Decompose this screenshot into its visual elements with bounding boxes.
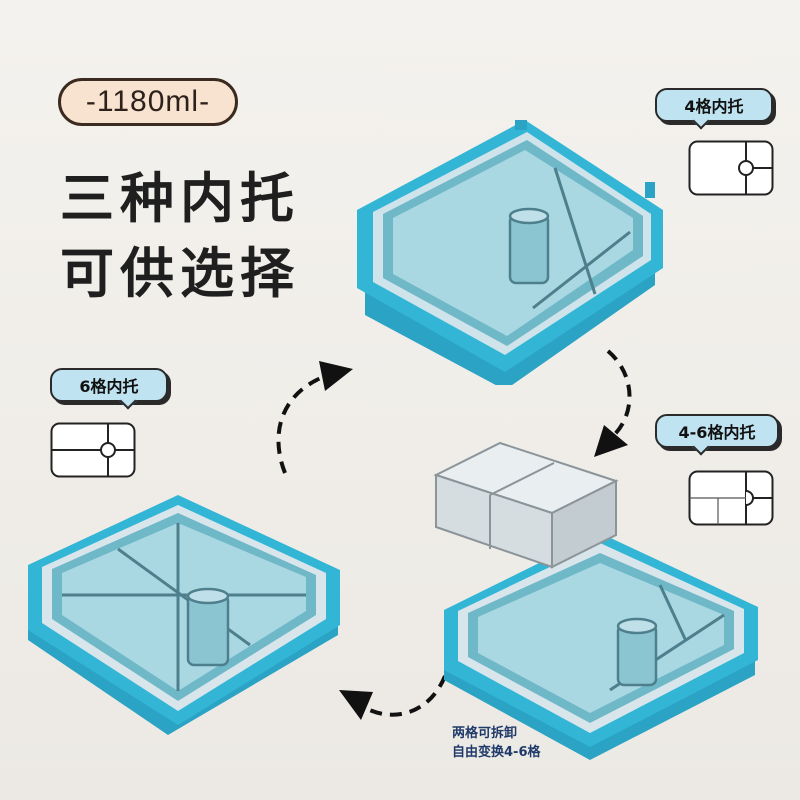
lunch-box-four-six-grid (433, 441, 758, 760)
headline-line-2: 可供选择 (60, 242, 300, 305)
lunch-box-four-grid (357, 120, 663, 385)
detachable-note-line-1: 两格可拆卸 (452, 726, 518, 741)
capacity-badge: -1180ml- (58, 78, 238, 126)
four-grid-label: 4格内托 (684, 97, 744, 116)
four-grid-layout-icon (688, 140, 774, 196)
six-grid-label-bubble: 6格内托 (50, 368, 168, 410)
curved-dashed-arrow-icon (276, 361, 353, 474)
headline-line-1: 三种内托 (60, 167, 300, 230)
curved-dashed-arrow-icon (594, 349, 632, 457)
four-six-grid-label-bubble: 4-6格内托 (655, 414, 779, 456)
four-six-grid-label: 4-6格内托 (678, 423, 756, 442)
detachable-note-line-2: 自由变换4-6格 (452, 745, 541, 760)
six-grid-label: 6格内托 (79, 377, 139, 396)
six-grid-layout-icon (50, 422, 136, 478)
four-grid-label-bubble: 4格内托 (655, 88, 773, 130)
detachable-note: 两格可拆卸 自由变换4-6格 (452, 724, 541, 762)
four-six-grid-layout-icon (688, 470, 774, 526)
curved-dashed-arrow-icon (339, 675, 447, 720)
lunch-box-six-grid (28, 495, 340, 735)
